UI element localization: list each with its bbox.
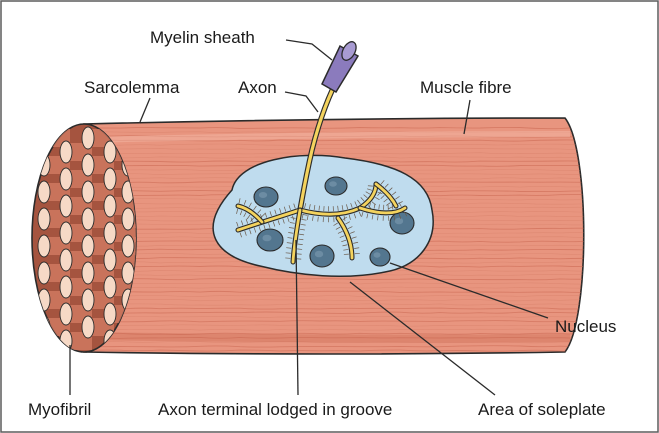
myofibril-end xyxy=(104,249,116,271)
nucleus-highlight xyxy=(262,235,271,242)
myofibril-end xyxy=(60,303,72,325)
nucleus-highlight xyxy=(329,181,337,186)
myofibril-end xyxy=(82,316,94,338)
shadow-band xyxy=(84,336,570,339)
leader-axon xyxy=(285,92,318,112)
nucleus-highlight xyxy=(315,251,323,258)
label-nucleus: Nucleus xyxy=(555,317,616,336)
nucleus xyxy=(325,177,347,195)
myofibril-end xyxy=(38,262,50,284)
label-sarcolemma: Sarcolemma xyxy=(84,78,180,97)
myofibril-end xyxy=(60,222,72,244)
leader-sarcolemma xyxy=(140,98,150,122)
nucleus-highlight xyxy=(259,192,267,198)
myofibril-end xyxy=(60,249,72,271)
myofibril-end xyxy=(82,289,94,311)
myofibril-end xyxy=(82,181,94,203)
myofibril-end xyxy=(122,235,134,257)
myofibril-end xyxy=(60,168,72,190)
nucleus-highlight xyxy=(395,218,403,225)
label-myofibril: Myofibril xyxy=(28,400,91,419)
myofibril-end xyxy=(104,276,116,298)
myofibril-end xyxy=(82,154,94,176)
label-myelin-sheath: Myelin sheath xyxy=(150,28,255,47)
myofibril-end xyxy=(60,195,72,217)
myofibril-end xyxy=(38,208,50,230)
myofibril-end xyxy=(104,195,116,217)
myofibril-end xyxy=(38,181,50,203)
myofibril-end xyxy=(104,168,116,190)
myofibril-end xyxy=(82,208,94,230)
myofibril-end xyxy=(38,235,50,257)
nucleus xyxy=(370,248,390,266)
label-axon: Axon xyxy=(238,78,277,97)
myofibril-end xyxy=(60,141,72,163)
label-soleplate: Area of soleplate xyxy=(478,400,606,419)
myofibril-end xyxy=(60,276,72,298)
myofibril-end xyxy=(104,303,116,325)
myofibril-end xyxy=(82,127,94,149)
myofibril-end xyxy=(82,235,94,257)
label-muscle-fibre: Muscle fibre xyxy=(420,78,512,97)
myofibril-end xyxy=(122,262,134,284)
myofibril-end xyxy=(122,208,134,230)
myelin-sheath xyxy=(322,39,359,92)
myofibril-end xyxy=(38,316,50,338)
myofibril-end xyxy=(82,262,94,284)
leader-myelin xyxy=(286,40,332,60)
myofibril-end xyxy=(104,222,116,244)
nucleus-highlight xyxy=(374,252,381,257)
label-axon-terminal: Axon terminal lodged in groove xyxy=(158,400,392,419)
myofibril-end xyxy=(38,127,50,149)
